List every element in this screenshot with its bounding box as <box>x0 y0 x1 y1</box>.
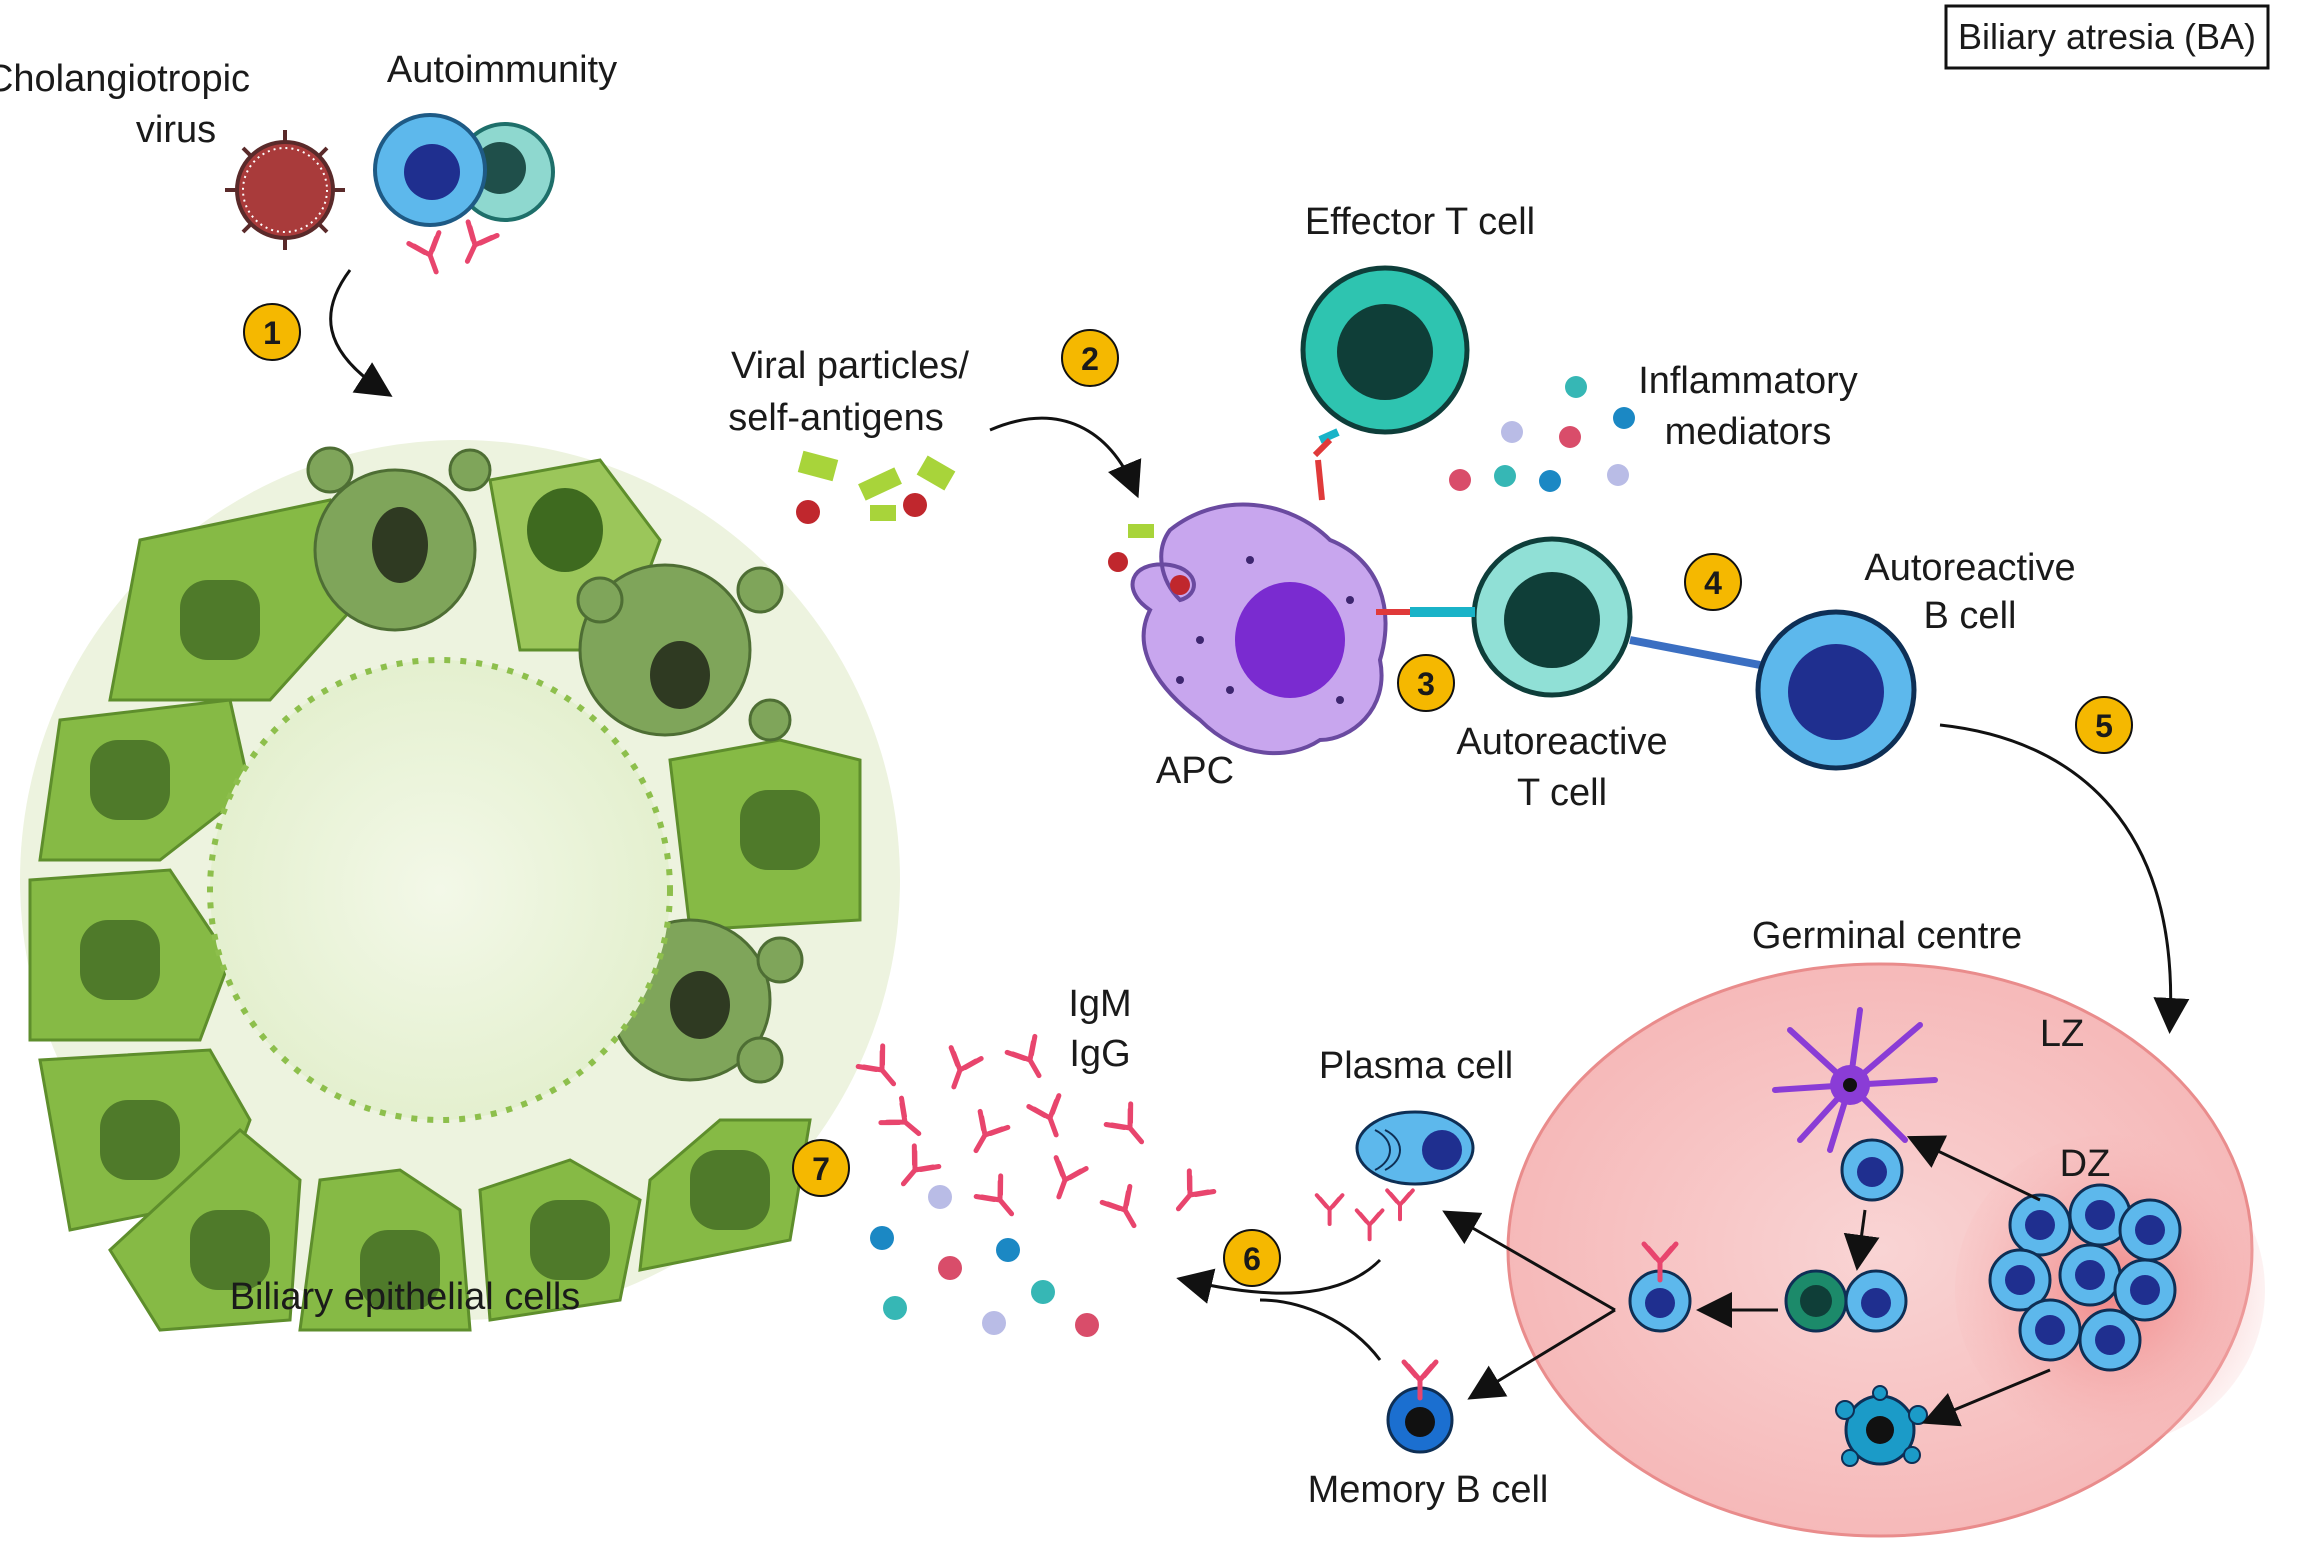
arrow-step6-memory <box>1259 1298 1382 1361</box>
viral-particles-icon <box>796 450 956 524</box>
disease-badge: Biliary atresia (BA) <box>1944 4 2270 70</box>
duct-lumen <box>207 657 673 1123</box>
igm-label: IgM <box>1068 983 1131 1025</box>
arrow-step6 <box>1176 1258 1382 1304</box>
step-3-badge: 3 <box>1397 654 1455 712</box>
igg-label: IgG <box>1069 1033 1130 1075</box>
lz-label: LZ <box>2040 1013 2084 1055</box>
step-7-badge: 7 <box>792 1139 850 1197</box>
svg-text:4: 4 <box>1704 565 1722 601</box>
follicular-dendritic-cell <box>1772 1007 1938 1153</box>
arrow-step2 <box>989 416 1142 499</box>
step-1-badge: 1 <box>243 303 301 361</box>
viral-particles-label-line1: Viral particles/ <box>731 345 969 387</box>
plasma-cell <box>1355 1110 1475 1186</box>
autoreactive-b-label-line2: B cell <box>1924 595 2017 637</box>
autoreactive-t-label-line1: Autoreactive <box>1456 721 1667 763</box>
step-5-badge: 5 <box>2075 696 2133 754</box>
arrow-step5 <box>1939 723 2190 1034</box>
virus-icon <box>225 130 345 250</box>
virus-label-line1: Cholangiotropic <box>0 58 250 100</box>
antibody-cluster <box>858 1036 1214 1233</box>
autoimmune-cells-icon <box>373 113 555 227</box>
germinal-centre-label: Germinal centre <box>1752 915 2022 957</box>
inflammatory-label-line2: mediators <box>1665 411 1832 453</box>
svg-text:2: 2 <box>1081 341 1099 377</box>
antibody-icons-top <box>409 222 497 277</box>
inflammatory-label-line1: Inflammatory <box>1638 360 1858 402</box>
svg-text:6: 6 <box>1243 1241 1261 1277</box>
plasma-cell-label: Plasma cell <box>1319 1045 1513 1087</box>
step-4-badge: 4 <box>1684 553 1742 611</box>
viral-particles-label-line2: self-antigens <box>728 397 943 439</box>
step-6-badge: 6 <box>1223 1229 1281 1287</box>
svg-text:1: 1 <box>263 315 281 351</box>
dz-label: DZ <box>2060 1143 2111 1185</box>
svg-text:5: 5 <box>2095 708 2113 744</box>
disease-badge-text: Biliary atresia (BA) <box>1958 16 2256 57</box>
tb-connection <box>1629 636 1761 669</box>
mediator-dots-bottom <box>870 1185 1099 1337</box>
svg-text:3: 3 <box>1417 666 1435 702</box>
biliary-epithelial-label: Biliary epithelial cells <box>230 1276 581 1318</box>
gc-b-cells <box>1628 1138 1908 1333</box>
apc-cell <box>1108 502 1388 756</box>
apoptotic-b-cell <box>1835 1385 1928 1467</box>
epithelial-nuclei <box>80 488 820 1310</box>
damaged-nuclei <box>372 507 730 1039</box>
gc-arrows <box>1442 1135 2051 1427</box>
plasma-antibodies <box>1317 1190 1413 1239</box>
apc-label: APC <box>1156 750 1234 792</box>
autoreactive-b-label-line1: Autoreactive <box>1864 547 2075 589</box>
step-2-badge: 2 <box>1061 329 1119 387</box>
memory-b-label: Memory B cell <box>1308 1469 1549 1511</box>
autoreactive-t-cell <box>1471 536 1633 698</box>
autoimmunity-label: Autoimmunity <box>387 49 617 91</box>
effector-t-cell <box>1300 265 1470 435</box>
virus-label-line2: virus <box>136 109 216 151</box>
inflammatory-mediator-dots <box>1449 376 1635 492</box>
arrow-step1 <box>329 269 393 397</box>
memory-b-cell <box>1386 1362 1454 1454</box>
autoreactive-t-label-line2: T cell <box>1517 772 1607 814</box>
biliary-duct <box>20 440 900 1332</box>
svg-text:7: 7 <box>812 1151 830 1187</box>
effector-t-label: Effector T cell <box>1305 201 1535 243</box>
dz-b-cell-nuclei <box>2005 1200 2165 1355</box>
autoreactive-b-cell <box>1755 609 1917 771</box>
tcr-connection-effector <box>1312 428 1340 501</box>
